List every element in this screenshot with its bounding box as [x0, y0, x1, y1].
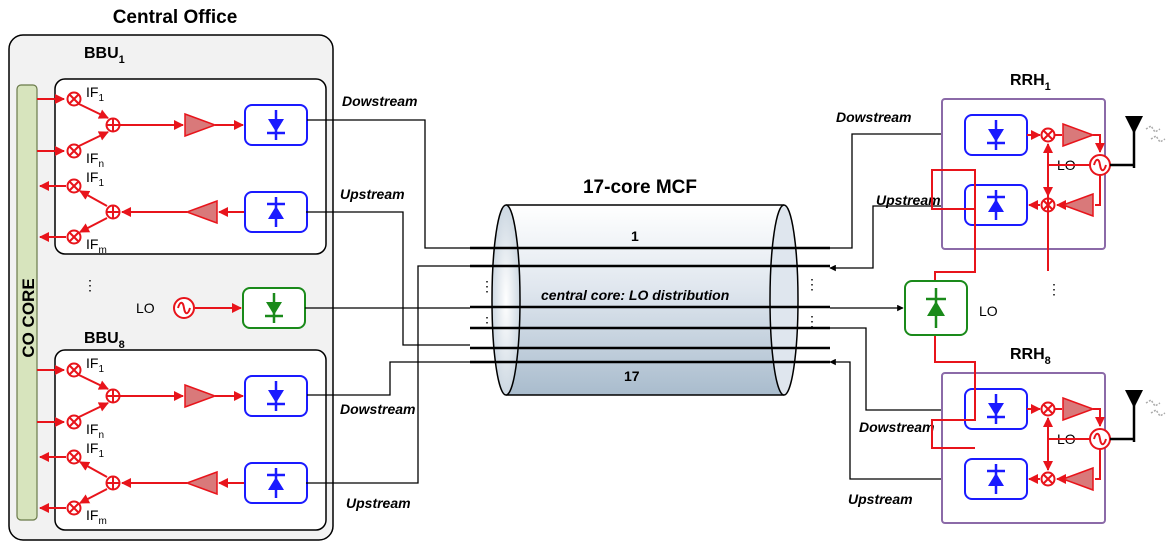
fiber-ellipsis-left-top: ⋮ [480, 278, 494, 294]
central-core-label: central core: LO distribution [541, 287, 729, 303]
downstream-label-rrh8: Dowstream [859, 419, 934, 435]
bbu8-title: BBU8 [84, 330, 125, 351]
rrh1-title: RRH1 [1010, 72, 1051, 93]
bbu8-mixer-ifm-up-icon [66, 500, 82, 516]
core-1-label: 1 [631, 228, 639, 244]
co-lo-label: LO [136, 300, 155, 316]
rrh1-amplifier-down-icon [1062, 122, 1096, 148]
bbu1-adder-up-icon [105, 204, 121, 220]
bbu8-adder-down-icon [105, 388, 121, 404]
bbu1-mixer-ifn-down-icon [66, 143, 82, 159]
bbu8-amplifier-down-icon [184, 383, 218, 409]
downstream-label-rrh1: Dowstream [836, 109, 911, 125]
rrh8-lo-oscillator-icon [1089, 428, 1111, 450]
rrh-lo-label: LO [979, 303, 998, 319]
bbu1-amplifier-down-icon [184, 112, 218, 138]
bbu1-amplifier-up-icon [184, 199, 218, 225]
rrh-ellipsis: ⋮ [1047, 281, 1061, 297]
rrh1-radio-waves-icon [1145, 125, 1166, 143]
rrh1-lo-oscillator-icon [1089, 154, 1111, 176]
rrh8-antenna-icon [1123, 388, 1145, 444]
rrh8-radio-waves-icon [1145, 399, 1166, 417]
bbu1-title: BBU1 [84, 45, 125, 66]
bbu1-mixer-if1-down-icon [66, 91, 82, 107]
core-17-label: 17 [624, 368, 640, 384]
bbu8-ifm-up-label: IFm [86, 507, 107, 527]
upstream-label-rrh1: Upstream [876, 192, 941, 208]
bbu8-if1-down-label: IF1 [86, 355, 104, 375]
fiber-ellipsis-left-bottom: ⋮ [480, 314, 494, 330]
upstream-label-bbu1: Upstream [340, 186, 405, 202]
rrh8-title: RRH8 [1010, 346, 1051, 367]
rrh8-amplifier-up-icon [1060, 466, 1094, 492]
bbu8-adder-up-icon [105, 475, 121, 491]
co-core-bar [16, 84, 38, 521]
co-lo-oscillator-icon [173, 297, 195, 319]
downstream-label-bbu1: Dowstream [342, 93, 417, 109]
fiber-ellipsis-right-bottom: ⋮ [805, 313, 819, 329]
bbu1-ifn-down-label: IFn [86, 150, 104, 170]
co-core-label: CO CORE [19, 278, 38, 357]
downstream-label-bbu8: Dowstream [340, 401, 415, 417]
bbu8-mixer-if1-up-icon [66, 449, 82, 465]
rrh1-antenna-icon [1123, 114, 1145, 170]
rrh8-laser-up-icon [963, 457, 1029, 501]
upstream-label-bbu8: Upstream [346, 495, 411, 511]
bbu1-laser-down-icon [243, 103, 309, 147]
rrh1-amplifier-up-icon [1060, 192, 1094, 218]
bbu1-if1-down-label: IF1 [86, 84, 104, 104]
rrh8-mixer-up-icon [1040, 471, 1056, 487]
bbu1-ifm-up-label: IFm [86, 236, 107, 256]
bbu1-adder-down-icon [105, 117, 121, 133]
co-lo-photodiode-icon [241, 286, 307, 330]
rrh8-amplifier-down-icon [1062, 396, 1096, 422]
bbu1-mixer-ifm-up-icon [66, 229, 82, 245]
bbu8-photodiode-up-icon [243, 461, 309, 505]
mcf-title: 17-core MCF [583, 177, 697, 198]
rrh-lo-photodiode-icon [903, 279, 969, 337]
bbu1-photodiode-up-icon [243, 190, 309, 234]
rrh1-photodiode-down-icon [963, 113, 1029, 157]
bbu1-if1-up-label: IF1 [86, 169, 104, 189]
upstream-label-rrh8: Upstream [848, 491, 913, 507]
bbu8-mixer-if1-down-icon [66, 362, 82, 378]
bbu1-mixer-if1-up-icon [66, 178, 82, 194]
central-office-title: Central Office [113, 7, 238, 28]
bbu8-if1-up-label: IF1 [86, 440, 104, 460]
fiber-ellipsis-right-top: ⋮ [805, 276, 819, 292]
bbu8-mixer-ifn-down-icon [66, 414, 82, 430]
bbu8-amplifier-up-icon [184, 470, 218, 496]
co-ellipsis: ⋮ [83, 277, 97, 293]
bbu8-ifn-down-label: IFn [86, 421, 104, 441]
bbu8-laser-down-icon [243, 374, 309, 418]
rrh8-mixer-down-icon [1040, 401, 1056, 417]
rrh1-mixer-down-icon [1040, 127, 1056, 143]
